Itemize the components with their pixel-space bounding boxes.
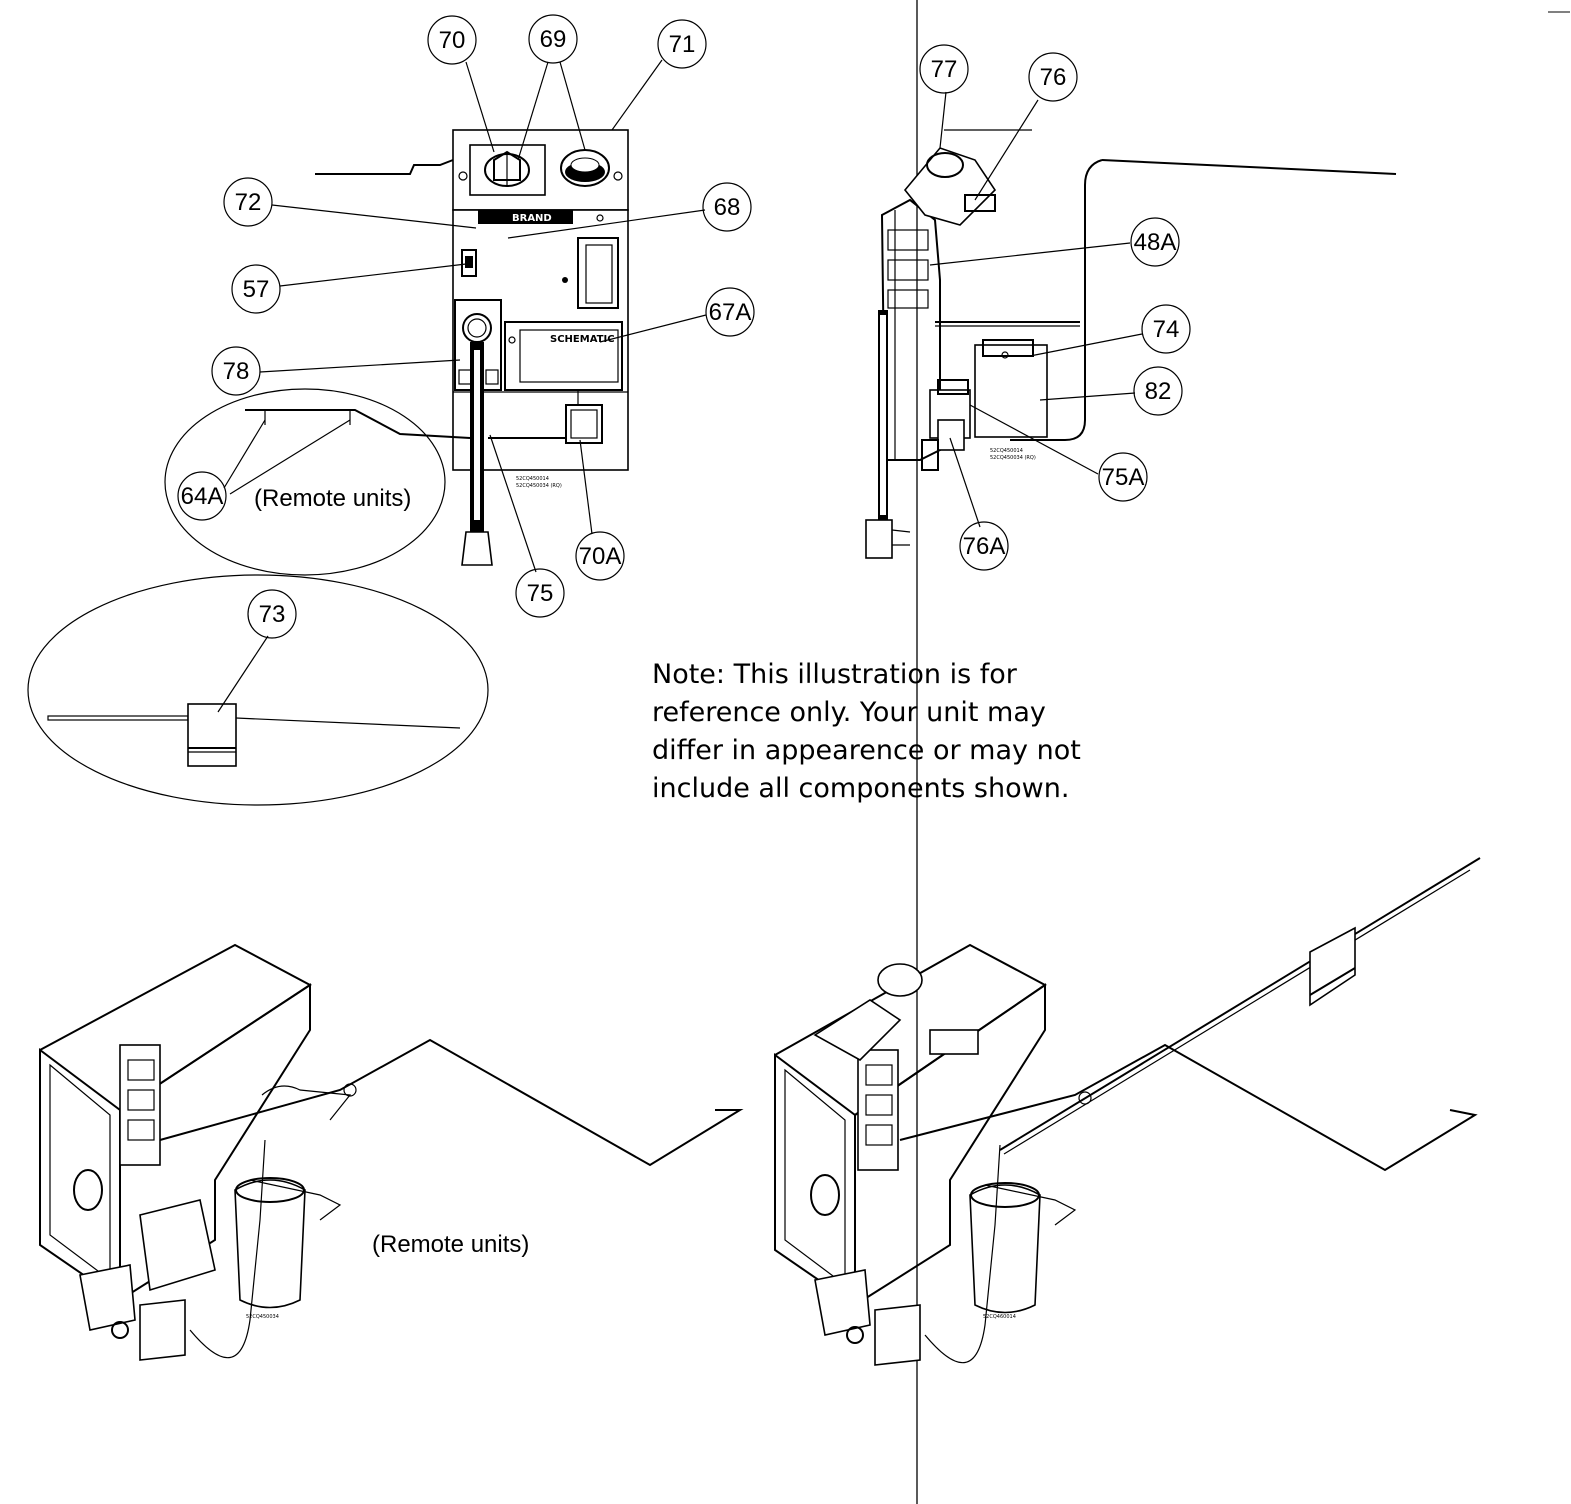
svg-text:68: 68	[714, 194, 741, 221]
front-part-code-2: 52CQ450034 (RQ)	[516, 483, 562, 489]
callout-76: 76	[1028, 52, 1078, 102]
svg-text:82: 82	[1145, 378, 1172, 405]
iso-right-part-code: 52CQ460014	[983, 1314, 1016, 1320]
iso-left-part-code: 52CQ450034	[246, 1314, 279, 1320]
callout-82: 82	[1133, 366, 1183, 416]
callout-69: 69	[528, 14, 578, 64]
svg-text:78: 78	[223, 358, 250, 385]
note-line-2: reference only. Your unit may	[652, 697, 1046, 728]
svg-text:75A: 75A	[1102, 464, 1145, 491]
isometric-view-left: 52CQ450034	[39, 943, 744, 1361]
remote-units-ellipse-top	[164, 388, 446, 576]
svg-text:64A: 64A	[181, 483, 224, 510]
callout-64a: 64A	[177, 471, 227, 521]
schematic-label: SCHEMATIC	[550, 334, 615, 345]
svg-text:67A: 67A	[709, 299, 752, 326]
callout-74: 74	[1141, 304, 1191, 354]
note-line-1: Note: This illustration is for	[652, 659, 1017, 690]
svg-text:72: 72	[235, 189, 262, 216]
sensor-73-detail	[27, 574, 489, 806]
note-line-3: differ in appearence or may not	[652, 735, 1081, 766]
isometric-view-right: 52CQ460014	[774, 857, 1481, 1366]
callout-70a: 70A	[575, 531, 625, 581]
svg-text:69: 69	[540, 26, 567, 53]
svg-text:BRAND: BRAND	[512, 213, 552, 224]
callout-77: 77	[919, 44, 969, 94]
note-line-4: include all components shown.	[652, 773, 1070, 804]
callout-67a: 67A	[705, 287, 755, 337]
svg-text:71: 71	[669, 31, 696, 58]
svg-text:73: 73	[259, 601, 286, 628]
side-view-assembly: 52CQ450014 52CQ450034 (RQ)	[865, 129, 1397, 559]
svg-text:57: 57	[243, 276, 270, 303]
remote-units-label-bottom: (Remote units)	[372, 1231, 529, 1258]
callout-48a: 48A	[1130, 217, 1180, 267]
remote-units-label-top: (Remote units)	[254, 485, 411, 512]
callout-57: 57	[231, 264, 281, 314]
svg-text:77: 77	[931, 56, 958, 83]
callout-78: 78	[211, 346, 261, 396]
side-part-code-1: 52CQ450014	[990, 448, 1023, 454]
callout-70: 70	[427, 15, 477, 65]
callout-75: 75	[515, 568, 565, 618]
callout-68: 68	[702, 182, 752, 232]
reference-note: Note: This illustration is for reference…	[652, 656, 1122, 808]
front-view-assembly: BRAND SCHEMATIC 52CQ450014 52CQ450034 (R…	[245, 129, 629, 566]
svg-text:70A: 70A	[579, 543, 622, 570]
svg-text:48A: 48A	[1134, 229, 1177, 256]
svg-text:76: 76	[1040, 64, 1067, 91]
svg-text:75: 75	[527, 580, 554, 607]
callout-73: 73	[247, 589, 297, 639]
svg-text:76A: 76A	[963, 533, 1006, 560]
front-part-code-1: 52CQ450014	[516, 476, 549, 482]
callout-72: 72	[223, 177, 273, 227]
side-part-code-2: 52CQ450034 (RQ)	[990, 455, 1036, 461]
svg-text:70: 70	[439, 27, 466, 54]
leader-lines	[217, 59, 1143, 713]
callout-71: 71	[657, 19, 707, 69]
callout-76a: 76A	[959, 521, 1009, 571]
svg-text:74: 74	[1153, 316, 1180, 343]
callout-75a: 75A	[1098, 452, 1148, 502]
